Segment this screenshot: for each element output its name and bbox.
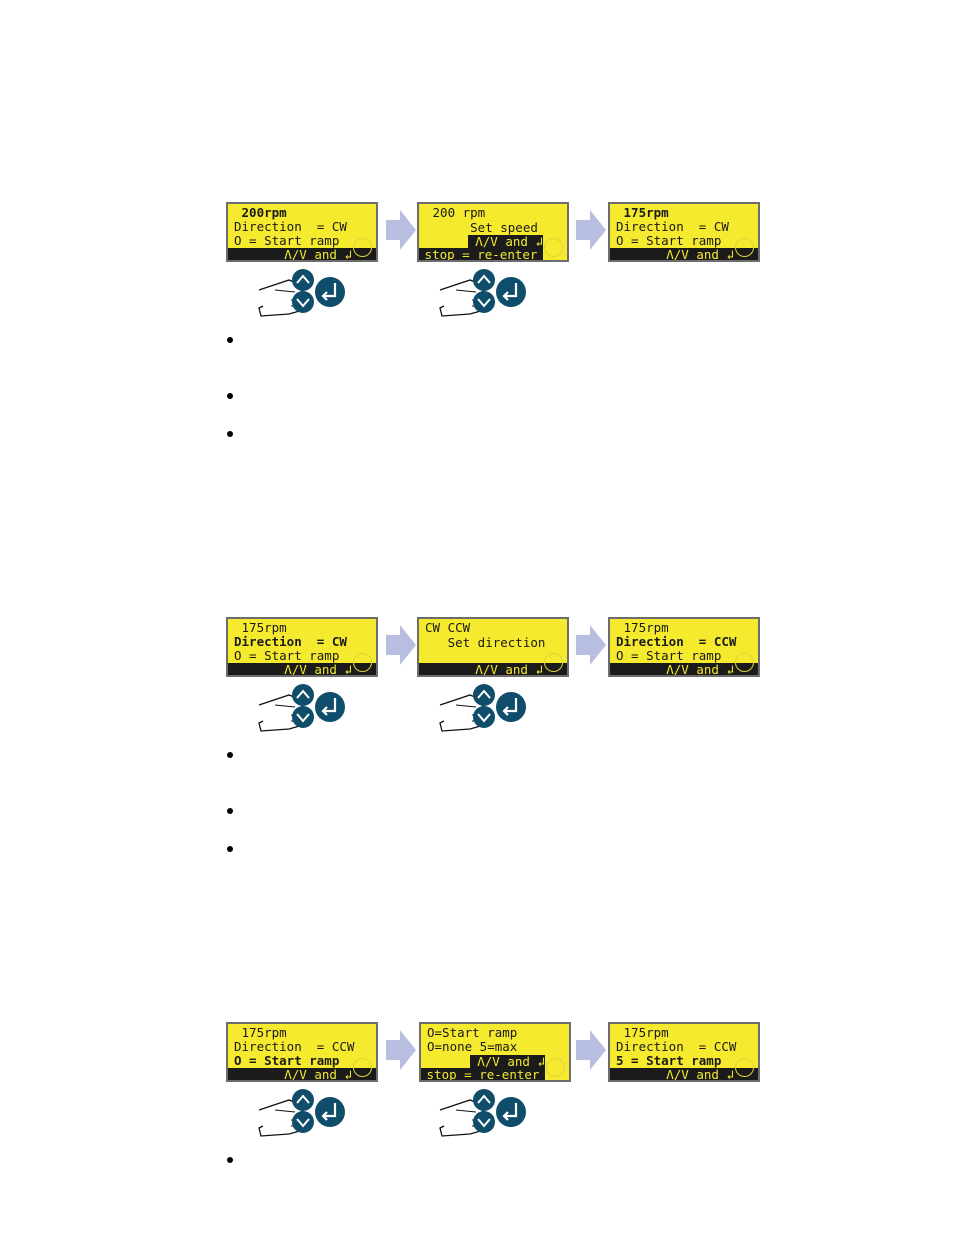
lcd-line: O = Start ramp bbox=[234, 233, 340, 248]
lcd-softkey-hint: stop = re-enter bbox=[419, 248, 543, 260]
down-key-icon bbox=[473, 1111, 495, 1133]
lcd-knob bbox=[546, 1058, 565, 1077]
lcd-screen: 200rpm Direction = CW O = Start ramp Λ/V… bbox=[226, 202, 378, 262]
lcd-screen: 175rpm Direction = CCW 5 = Start ramp Λ/… bbox=[608, 1022, 760, 1082]
up-key-icon bbox=[473, 684, 495, 706]
lcd-line: Set speed bbox=[425, 220, 538, 235]
bullet-point bbox=[227, 752, 233, 758]
pointing-hand-icon bbox=[258, 269, 345, 317]
bullet-point bbox=[227, 431, 233, 437]
lcd-softkey-hint: Λ/V and ↲ bbox=[228, 248, 376, 260]
pointing-hand-icon bbox=[258, 684, 345, 732]
lcd-screen: O=Start ramp O=none 5=max Λ/V and ↲ stop… bbox=[419, 1022, 571, 1082]
lcd-softkey-hint: stop = re-enter bbox=[421, 1068, 545, 1080]
right-arrow-icon bbox=[576, 210, 606, 250]
lcd-line: Set direction bbox=[425, 635, 546, 650]
lcd-screen: 175rpm Direction = CW O = Start ramp Λ/V… bbox=[608, 202, 760, 262]
right-arrow-icon bbox=[576, 1030, 606, 1070]
lcd-knob bbox=[735, 238, 754, 257]
down-key-icon bbox=[292, 706, 314, 728]
enter-key-icon bbox=[315, 1097, 345, 1127]
lcd-line: O=none 5=max bbox=[427, 1039, 518, 1054]
lcd-softkey-hint: Λ/V and ↲ bbox=[469, 1054, 545, 1069]
pointing-hand-icon bbox=[439, 1089, 526, 1137]
pointing-hand-icon bbox=[439, 684, 526, 732]
lcd-line: O = Start ramp bbox=[234, 1053, 340, 1068]
lcd-line: 175rpm bbox=[234, 620, 287, 635]
lcd-knob bbox=[544, 653, 563, 672]
bullet-point bbox=[227, 393, 233, 399]
enter-key-icon bbox=[315, 277, 345, 307]
down-key-icon bbox=[292, 1111, 314, 1133]
lcd-softkey-hint: Λ/V and ↲ bbox=[467, 234, 543, 249]
down-key-icon bbox=[473, 291, 495, 313]
up-key-icon bbox=[473, 1089, 495, 1111]
lcd-knob bbox=[353, 238, 372, 257]
bullet-point bbox=[227, 1157, 233, 1163]
enter-key-icon bbox=[496, 1097, 526, 1127]
lcd-line: Direction = CW bbox=[234, 634, 347, 649]
lcd-line: 5 = Start ramp bbox=[616, 1053, 722, 1068]
pointing-hand-icon bbox=[258, 1089, 345, 1137]
bullet-point bbox=[227, 846, 233, 852]
lcd-softkey-hint: Λ/V and ↲ bbox=[228, 663, 376, 675]
bullet-point bbox=[227, 808, 233, 814]
right-arrow-icon bbox=[576, 625, 606, 665]
lcd-line: O = Start ramp bbox=[234, 648, 340, 663]
right-arrow-icon bbox=[386, 1030, 416, 1070]
lcd-line: Direction = CCW bbox=[616, 634, 737, 649]
lcd-line: 175rpm bbox=[616, 205, 669, 220]
lcd-softkey-hint: Λ/V and ↲ bbox=[610, 663, 758, 675]
lcd-softkey-hint: Λ/V and ↲ bbox=[228, 1068, 376, 1080]
lcd-line: Direction = CW bbox=[616, 219, 729, 234]
lcd-screen: 175rpm Direction = CCW O = Start ramp Λ/… bbox=[226, 1022, 378, 1082]
down-key-icon bbox=[473, 706, 495, 728]
lcd-knob bbox=[735, 1058, 754, 1077]
lcd-screen: 175rpm Direction = CW O = Start ramp Λ/V… bbox=[226, 617, 378, 677]
lcd-line: O = Start ramp bbox=[616, 648, 722, 663]
lcd-line: 175rpm bbox=[234, 1025, 287, 1040]
bullet-point bbox=[227, 337, 233, 343]
up-key-icon bbox=[473, 269, 495, 291]
lcd-line: O=Start ramp bbox=[427, 1025, 518, 1040]
lcd-line: Direction = CW bbox=[234, 219, 347, 234]
lcd-line: Direction = CCW bbox=[234, 1039, 355, 1054]
lcd-softkey-hint: Λ/V and ↲ bbox=[610, 1068, 758, 1080]
up-key-icon bbox=[292, 684, 314, 706]
lcd-line: O = Start ramp bbox=[616, 233, 722, 248]
lcd-line: 175rpm bbox=[616, 1025, 669, 1040]
lcd-screen: 200 rpm Set speed Λ/V and ↲ stop = re-en… bbox=[417, 202, 569, 262]
lcd-knob bbox=[353, 1058, 372, 1077]
lcd-knob bbox=[544, 238, 563, 257]
lcd-line: 200 rpm bbox=[425, 205, 486, 220]
enter-key-icon bbox=[496, 277, 526, 307]
lcd-knob bbox=[353, 653, 372, 672]
right-arrow-icon bbox=[386, 625, 416, 665]
lcd-line: Direction = CCW bbox=[616, 1039, 737, 1054]
pointing-hand-icon bbox=[439, 269, 526, 317]
enter-key-icon bbox=[315, 692, 345, 722]
up-key-icon bbox=[292, 269, 314, 291]
lcd-softkey-hint: Λ/V and ↲ bbox=[610, 248, 758, 260]
lcd-line: CW CCW bbox=[425, 620, 471, 635]
up-key-icon bbox=[292, 1089, 314, 1111]
down-key-icon bbox=[292, 291, 314, 313]
lcd-screen: CW CCW Set direction Λ/V and ↲ bbox=[417, 617, 569, 677]
enter-key-icon bbox=[496, 692, 526, 722]
right-arrow-icon bbox=[386, 210, 416, 250]
lcd-line: 175rpm bbox=[616, 620, 669, 635]
lcd-line: 200rpm bbox=[234, 205, 287, 220]
lcd-softkey-hint: Λ/V and ↲ bbox=[419, 663, 567, 675]
lcd-knob bbox=[735, 653, 754, 672]
lcd-screen: 175rpm Direction = CCW O = Start ramp Λ/… bbox=[608, 617, 760, 677]
